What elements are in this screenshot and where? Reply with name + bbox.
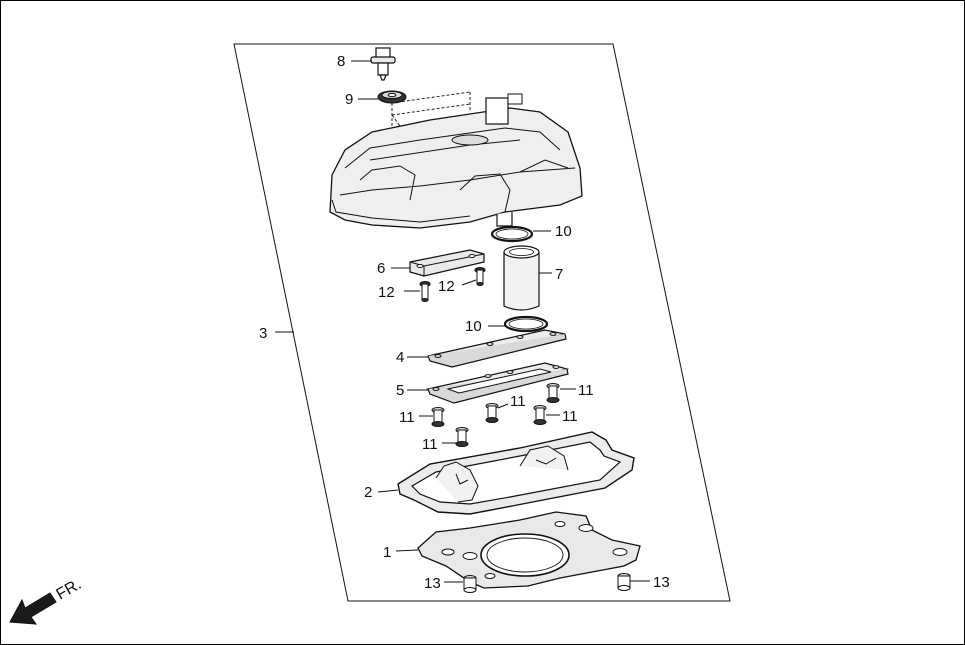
callout-8: 8	[337, 53, 345, 70]
part-13-dowel-b[interactable]	[617, 573, 631, 591]
part-7-tube[interactable]	[503, 245, 540, 311]
part-4-plate[interactable]	[427, 329, 567, 368]
callout-12-b: 12	[438, 278, 455, 295]
callout-11-d: 11	[562, 408, 578, 425]
callout-11-c: 11	[510, 393, 526, 410]
part-10-o-ring-top[interactable]	[490, 225, 534, 243]
callout-6: 6	[377, 260, 385, 277]
front-direction-label: FR.	[54, 576, 85, 604]
callout-11-b: 11	[399, 409, 415, 426]
part-13-dowel-a[interactable]	[463, 575, 477, 593]
callout-11-e: 11	[422, 436, 438, 453]
callout-1: 1	[383, 544, 391, 561]
part-9-grommet[interactable]	[377, 90, 407, 104]
part-2-cover-gasket[interactable]	[397, 431, 635, 515]
cylinder-head-cover[interactable]	[329, 93, 583, 229]
leader-lines	[275, 60, 650, 583]
callout-11-a: 11	[578, 382, 594, 399]
callout-13-b: 13	[653, 574, 670, 591]
part-10-o-ring-bottom[interactable]	[503, 315, 549, 333]
part-5-gasket[interactable]	[425, 362, 570, 404]
callout-10-top: 10	[555, 223, 572, 240]
callout-3: 3	[259, 325, 267, 342]
callout-5: 5	[396, 382, 404, 399]
part-12-screw-b[interactable]	[474, 267, 486, 286]
callout-9: 9	[345, 91, 353, 108]
part-1-head-gasket[interactable]	[417, 511, 641, 589]
part-11-bolt-c[interactable]	[485, 403, 499, 423]
callout-12-a: 12	[378, 284, 395, 301]
part-6-bracket[interactable]	[409, 249, 485, 277]
part-11-bolt-d[interactable]	[533, 405, 547, 425]
callout-7: 7	[555, 266, 563, 283]
callout-13-a: 13	[424, 575, 441, 592]
front-direction-arrow-icon	[9, 592, 57, 625]
part-8-bolt[interactable]	[370, 47, 396, 81]
callout-10-bottom: 10	[465, 318, 482, 335]
part-12-screw-a[interactable]	[419, 281, 431, 302]
part-11-bolt-b[interactable]	[431, 407, 445, 427]
callout-2: 2	[364, 484, 372, 501]
callout-4: 4	[396, 349, 404, 366]
part-11-bolt-e[interactable]	[455, 427, 469, 447]
part-11-bolt-a[interactable]	[546, 383, 560, 403]
assembly-panel	[233, 43, 731, 602]
